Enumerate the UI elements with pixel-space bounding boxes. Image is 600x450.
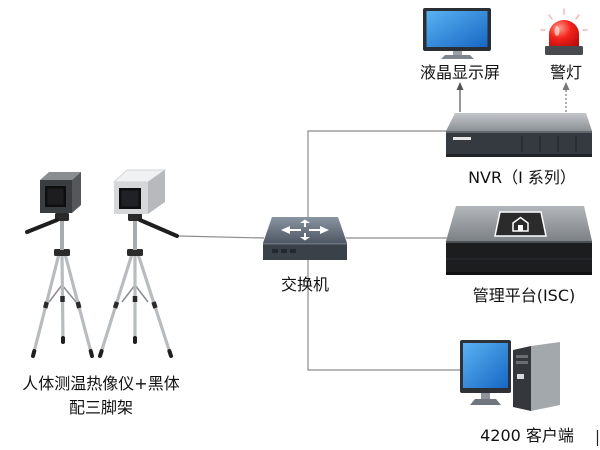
tripod-pan-handle [138, 218, 179, 238]
link-switch-nvr [307, 130, 447, 218]
switch-label: 交换机 [281, 275, 329, 294]
isc-server-front-trim [446, 241, 592, 243]
pc-tower-drive-bay [516, 361, 528, 364]
arrow-north [300, 219, 310, 227]
link-cameras-switch [177, 235, 265, 239]
client-pc: 4200 客户端 [460, 340, 574, 445]
cameras-label-line2: 配三脚架 [69, 398, 133, 417]
lcd-monitor-label: 液晶显示屏 [420, 63, 500, 82]
camera-lens-inner [121, 190, 139, 207]
arrow-east [309, 226, 329, 234]
isc-server: 管理平台(ISC) [446, 206, 592, 305]
nvr-bottom-edge [446, 154, 592, 157]
camera-side [148, 170, 165, 214]
isc-server-label: 管理平台(ISC) [473, 286, 576, 305]
alarm-light-glare [554, 26, 560, 36]
switch-arrows-icon [281, 219, 329, 241]
tripod-foot [31, 349, 37, 358]
tripod-hub [127, 249, 143, 256]
nvr-top [446, 113, 592, 131]
switch-port [272, 249, 278, 253]
tripod-2 [98, 213, 179, 358]
lcd-monitor-base [441, 55, 474, 59]
tripod-pan-handle [25, 218, 59, 234]
link-switch-client [307, 260, 461, 371]
nvr-front [446, 131, 592, 157]
lcd-monitor: 液晶显示屏 [420, 8, 500, 82]
pc-tower-side [531, 342, 560, 411]
isc-server-badge [494, 211, 547, 237]
tripod-column [60, 219, 64, 250]
thermal-camera-silver [112, 169, 167, 214]
tripod-column [133, 219, 137, 250]
tripod-brace [134, 284, 149, 303]
client-monitor-screen [463, 343, 508, 388]
leg-clamp [151, 301, 158, 309]
network-switch: 交换机 [263, 217, 347, 294]
switch-port [290, 249, 296, 253]
lcd-monitor-neck [453, 51, 462, 56]
thermal-camera-dark [40, 172, 81, 213]
alarm-light-label: 警灯 [550, 63, 582, 82]
connections [177, 130, 461, 371]
isc-server-bottom-edge [446, 272, 592, 275]
alarm-light: 警灯 [540, 8, 588, 82]
arrow-south [300, 233, 310, 241]
tripod-hub [54, 249, 70, 256]
alarm-light-dome [549, 20, 579, 47]
arrow-head-alarm [562, 82, 570, 90]
tripod-foot [88, 349, 94, 358]
nvr: NVR（I 系列） [446, 113, 592, 187]
tripod-brace [61, 284, 77, 303]
client-monitor-base [470, 399, 501, 405]
leg-clamp [112, 301, 120, 309]
pc-tower-panel [517, 374, 524, 379]
nvr-output-arrows [456, 82, 570, 112]
client-monitor-neck [481, 393, 490, 400]
camera-side [72, 172, 81, 213]
alarm-light-base [545, 46, 583, 55]
nvr-logo-mark [453, 137, 471, 140]
nvr-label: NVR（I 系列） [468, 168, 576, 187]
arrow-west [281, 226, 301, 234]
arrow-head-monitor [456, 82, 464, 90]
isc-logo-icon [512, 216, 529, 232]
cameras-label-line1: 人体测温热像仪+黑体 [22, 374, 179, 393]
camera-lens-inner [47, 188, 64, 205]
tripod-brace [48, 284, 63, 303]
lcd-monitor-screen [426, 11, 488, 47]
tripod-foot [98, 349, 104, 358]
switch-top [263, 217, 347, 243]
switch-front [263, 243, 347, 260]
tripod-1 [25, 213, 94, 358]
light-ray [548, 14, 553, 20]
switch-front-trim [263, 243, 347, 245]
isc-server-front [446, 241, 592, 275]
tripod-brace [121, 284, 136, 303]
light-ray [575, 14, 580, 20]
client-label: 4200 客户端 [480, 426, 574, 445]
camera-top [40, 172, 81, 180]
leg-clamp [43, 301, 49, 309]
nvr-front-trim [446, 131, 592, 133]
leg-clamp [75, 301, 82, 309]
tripod-foot [167, 349, 173, 358]
isc-logo-door [518, 225, 523, 231]
switch-port [281, 249, 287, 253]
pc-tower-drive-bay [516, 355, 528, 358]
